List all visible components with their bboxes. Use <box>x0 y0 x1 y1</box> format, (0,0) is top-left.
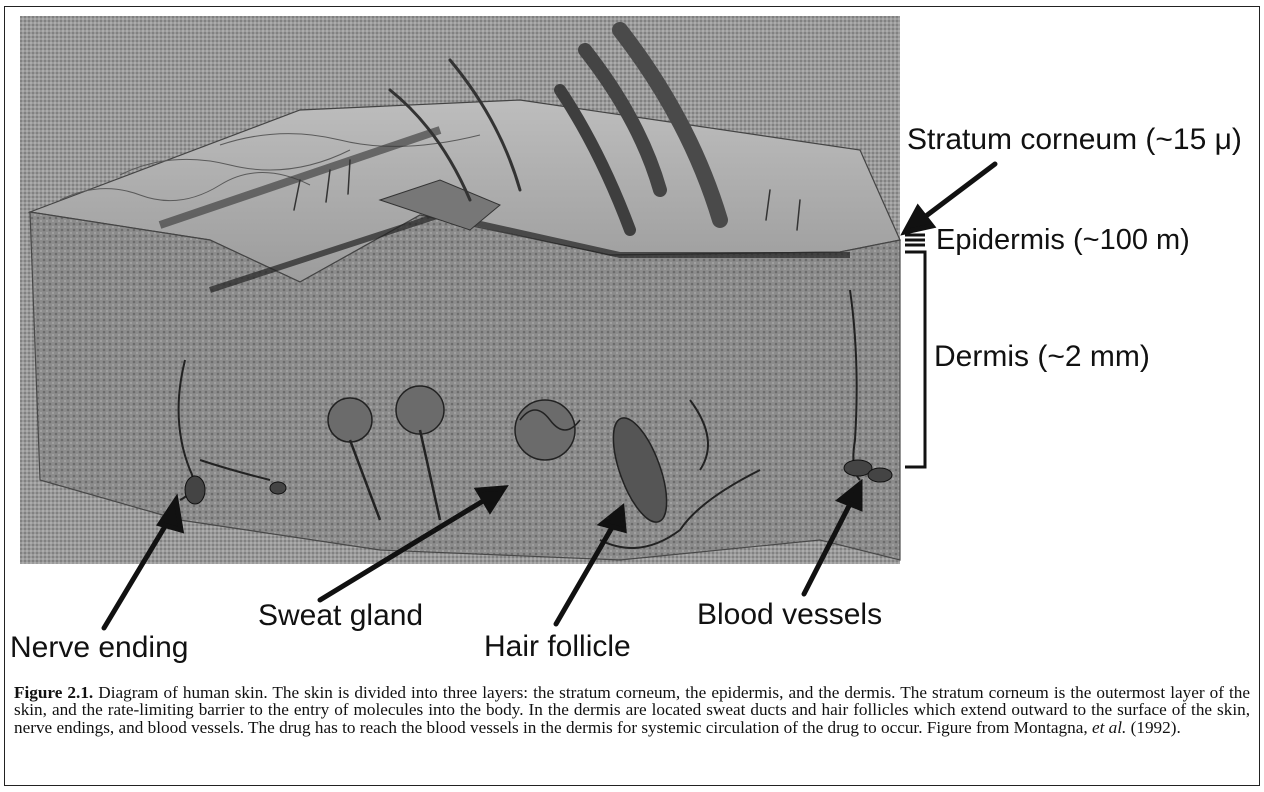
figure-caption: Figure 2.1. Diagram of human skin. The s… <box>14 684 1250 736</box>
caption-text: Diagram of human skin. The skin is divid… <box>14 683 1250 737</box>
hair-follicle-label: Hair follicle <box>484 632 631 662</box>
blood-vessels-label: Blood vessels <box>697 600 882 630</box>
epidermis-label: Epidermis (~100 m) <box>936 226 1190 255</box>
dermis-label: Dermis (~2 mm) <box>934 342 1150 372</box>
caption-figure-number: Figure 2.1. <box>14 683 93 702</box>
layer-bracket <box>905 235 925 467</box>
caption-text-end: (1992). <box>1126 718 1180 737</box>
stratum-corneum-label: Stratum corneum (~15 μ) <box>907 125 1242 155</box>
caption-citation-italic: et al. <box>1092 718 1126 737</box>
nerve-ending-label: Nerve ending <box>10 633 188 663</box>
sweat-gland-label: Sweat gland <box>258 601 423 631</box>
